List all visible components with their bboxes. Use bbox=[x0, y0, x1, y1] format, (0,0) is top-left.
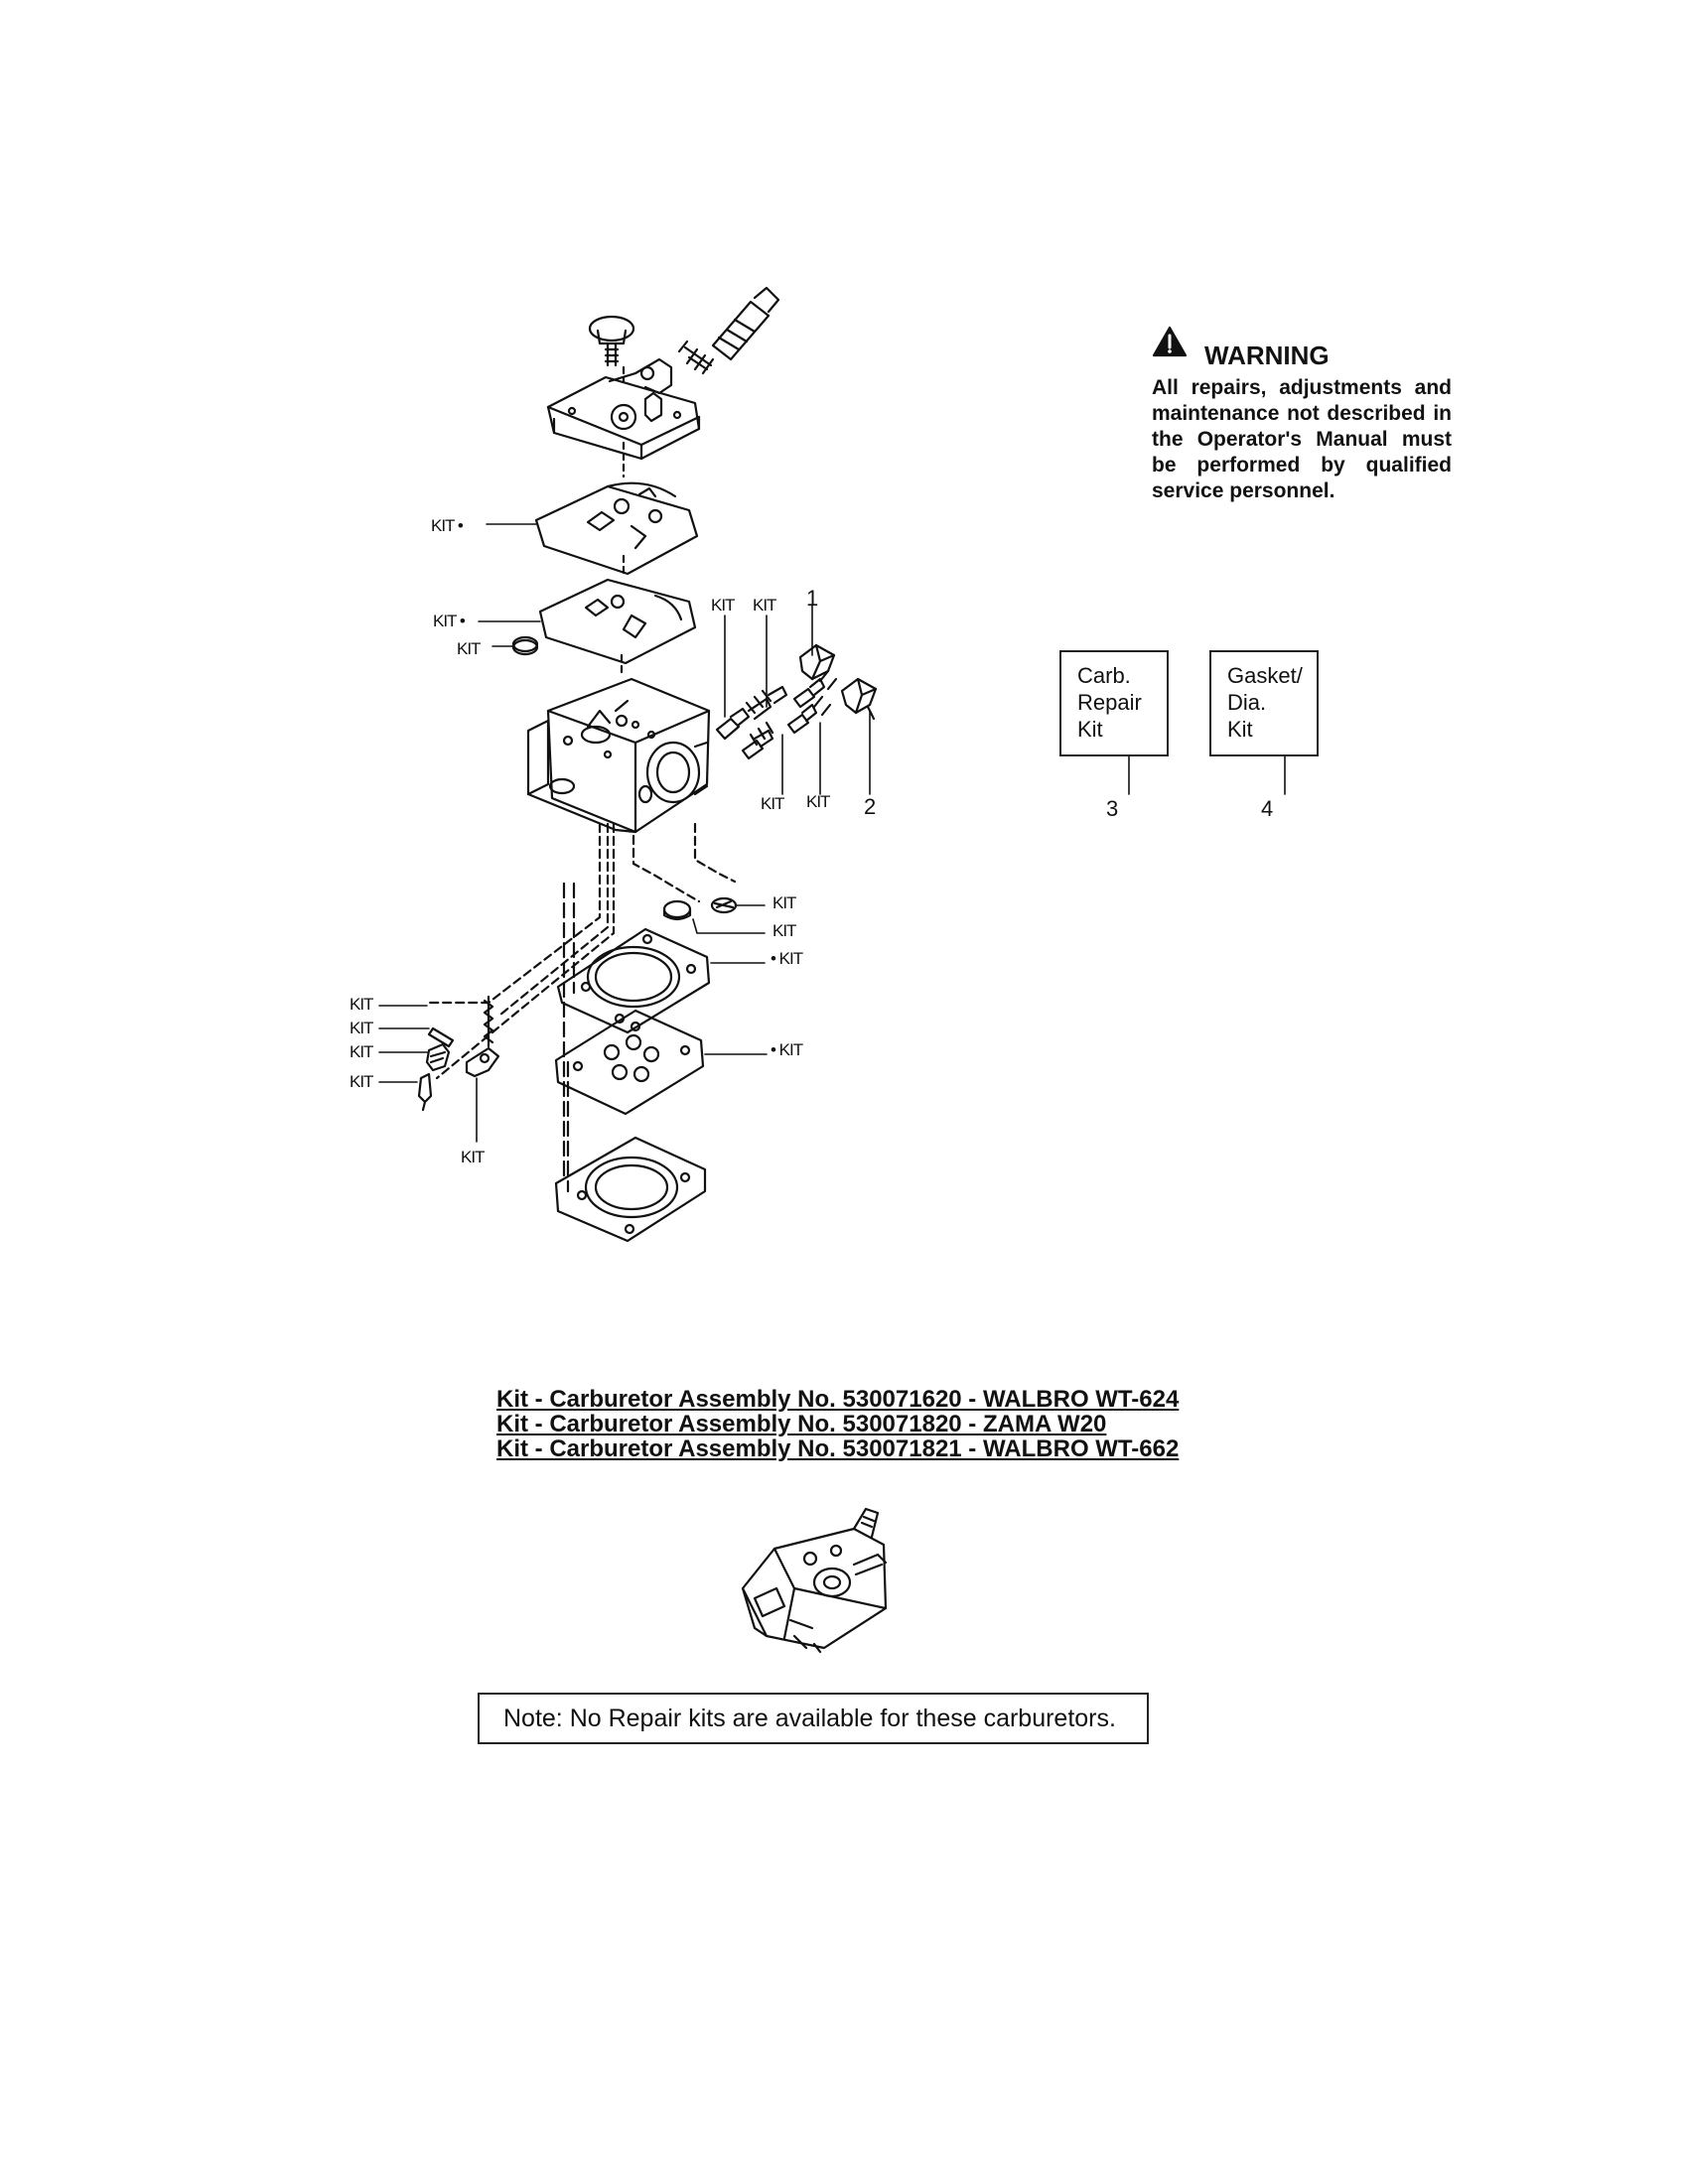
top-adjust-screw bbox=[588, 315, 635, 367]
warning-title: WARNING bbox=[1204, 341, 1330, 370]
kit-callout: KIT bbox=[711, 596, 735, 614]
kit-box-line: Carb. bbox=[1077, 663, 1131, 688]
kit-box-line: Repair bbox=[1077, 690, 1142, 715]
assembled-carburetor-icon bbox=[741, 1507, 888, 1654]
carb-repair-kit-box: Carb. Repair Kit bbox=[1059, 650, 1169, 756]
kit-callout: KIT bbox=[457, 639, 481, 658]
kit-callout: KIT • bbox=[433, 612, 466, 630]
kit-callout: KIT bbox=[772, 893, 796, 912]
lever-screw bbox=[425, 1042, 451, 1072]
kit-callout: • KIT bbox=[771, 949, 803, 968]
kit-box-line: Gasket/ bbox=[1227, 663, 1303, 688]
kit-callout: KIT bbox=[350, 1042, 373, 1061]
pump-diaphragm bbox=[554, 1009, 705, 1116]
carburetor-body bbox=[526, 677, 711, 834]
inlet-spring bbox=[483, 995, 494, 1048]
assembly-kit-line: Kit - Carburetor Assembly No. 530071620 … bbox=[496, 1386, 1180, 1413]
kit-callout: KIT bbox=[461, 1148, 485, 1166]
mixture-needles-upper bbox=[715, 669, 838, 741]
kit-callout: KIT bbox=[350, 995, 373, 1014]
warning-text: All repairs, adjustments and maintenance… bbox=[1152, 376, 1452, 502]
kit-callout: KIT • bbox=[431, 516, 464, 535]
kit-box-line: Dia. bbox=[1227, 690, 1267, 715]
kit-box-line: Kit bbox=[1227, 717, 1253, 742]
inlet-screen bbox=[511, 635, 539, 656]
metering-cover bbox=[546, 375, 701, 461]
fuel-screen bbox=[710, 896, 738, 914]
kit-callout: KIT bbox=[350, 1019, 373, 1037]
ref-number-4: 4 bbox=[1261, 796, 1274, 821]
assembly-kit-line: Kit - Carburetor Assembly No. 530071821 … bbox=[496, 1435, 1180, 1462]
ref-number-1: 1 bbox=[806, 586, 819, 611]
metering-lever-small bbox=[465, 1046, 500, 1078]
inlet-needle bbox=[417, 1072, 433, 1112]
pump-gasket bbox=[556, 927, 711, 1034]
kit-box-line: Kit bbox=[1077, 717, 1103, 742]
gasket-dia-kit-box: Gasket/ Dia. Kit bbox=[1209, 650, 1319, 756]
metering-gasket bbox=[538, 578, 697, 665]
limiter-cap-2 bbox=[840, 677, 878, 721]
kit-callout: KIT bbox=[753, 596, 776, 614]
kit-callout: KIT bbox=[772, 921, 796, 940]
repair-kit-note: Note: No Repair kits are available for t… bbox=[478, 1693, 1149, 1744]
metering-diaphragm bbox=[534, 481, 699, 576]
limiter-cap-1 bbox=[798, 643, 836, 681]
kit-callout: KIT bbox=[350, 1072, 373, 1091]
kit-callout: KIT bbox=[806, 792, 830, 811]
top-spring-needle bbox=[677, 286, 780, 375]
mixture-needles-lower bbox=[741, 695, 832, 760]
check-valve bbox=[662, 899, 692, 921]
ref-number-3: 3 bbox=[1106, 796, 1119, 821]
pump-cover-gasket bbox=[554, 1136, 707, 1243]
kit-callout: • KIT bbox=[771, 1040, 803, 1059]
kit-callout: KIT bbox=[761, 794, 784, 813]
ref-number-2: 2 bbox=[864, 794, 877, 819]
warning-icon bbox=[1152, 326, 1188, 357]
assembly-kit-line: Kit - Carburetor Assembly No. 530071820 … bbox=[496, 1411, 1107, 1437]
lever-pin bbox=[427, 1026, 455, 1048]
leader-lines bbox=[378, 523, 1286, 1143]
